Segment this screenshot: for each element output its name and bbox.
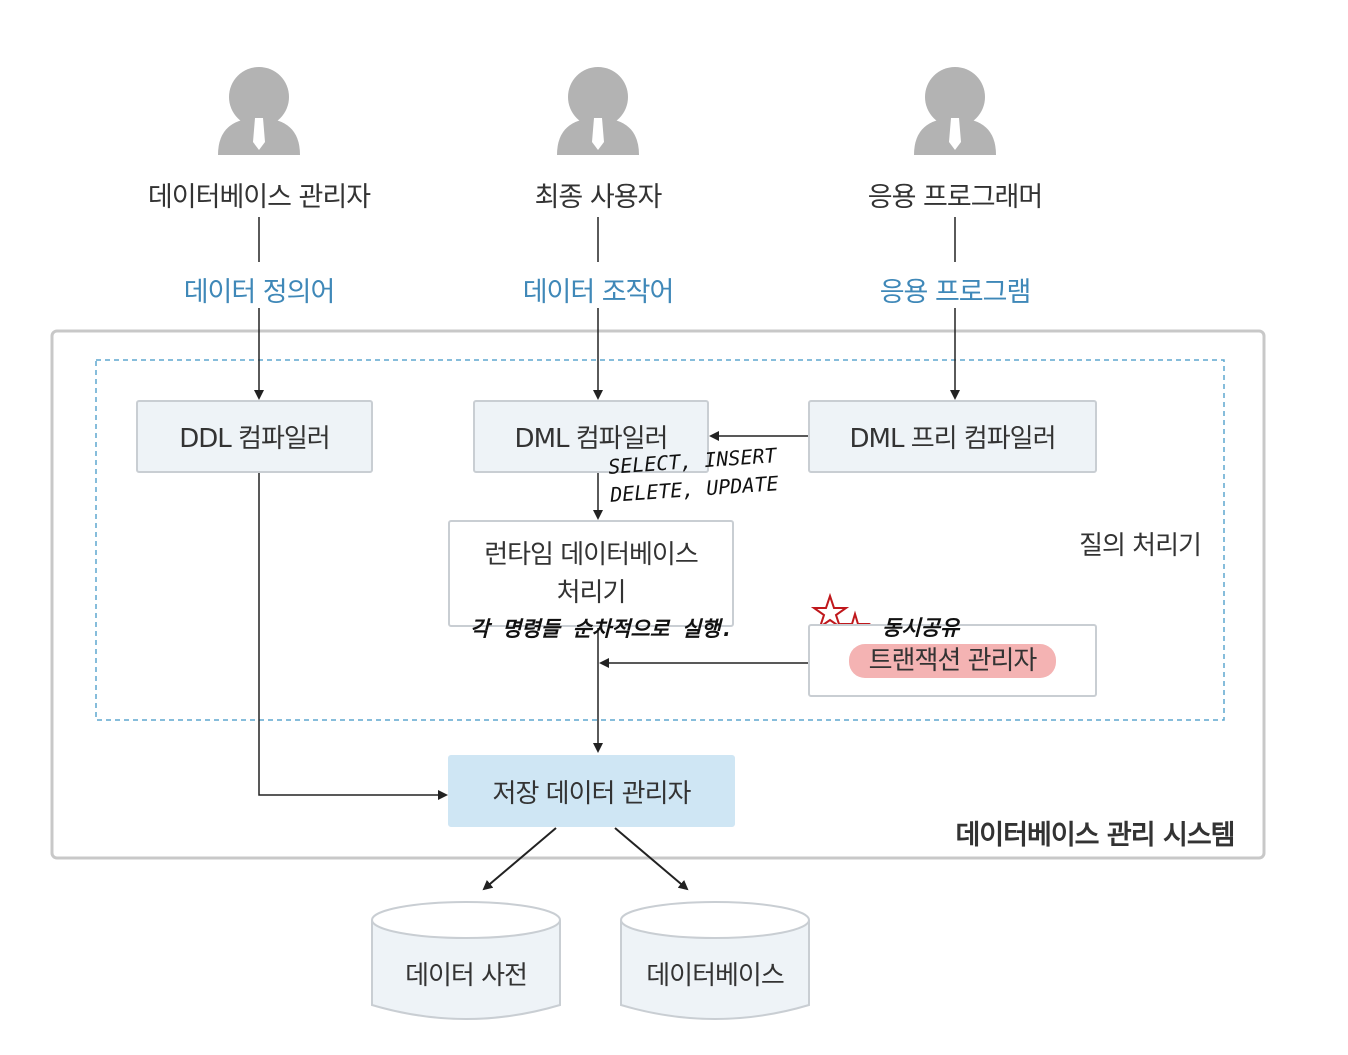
storage-to-dictionary-arrow [482,827,557,891]
query-processor-frame [95,359,1225,721]
database-label: 데이터베이스 [646,961,785,991]
app-programmer-label: 응용 프로그래머 [867,182,1043,213]
runtime-processor-line2: 처리기 [556,577,627,608]
end-user-person-icon [557,67,639,155]
transaction-highlight [849,644,1056,678]
dml-precompiler-box: DML 프리 컴파일러 [808,400,1097,473]
data-dictionary-label: 데이터 사전 [405,961,528,991]
transaction-manager-label: 트랜잭션 관리자 [868,646,1038,676]
concurrency-note: 동시공유 [882,616,960,640]
app-program-label: 응용 프로그램 [879,277,1032,308]
dml-compiler-box: DML 컴파일러 [473,400,709,473]
storage-manager-label: 저장 데이터 관리자 [492,778,692,809]
ddl-to-storage-arrow [258,472,448,800]
dba-label: 데이터베이스 관리자 [147,182,371,213]
database-cylinder [620,901,810,1020]
query-processor-label: 질의 처리기 [1079,531,1202,561]
app-programmer-person-icon [914,67,996,155]
runtime-processor-line1: 런타임 데이터베이스 [484,539,699,570]
dml-compiler-label: DML 컴파일러 [514,424,669,454]
data-dictionary-cylinder [371,901,561,1020]
runtime-order-note: 각 명령들 순차적으로 실행. [470,617,734,641]
ddl-compiler-label: DDL 컴파일러 [179,424,330,454]
storage-to-database-arrow [614,827,689,891]
dbms-frame [50,329,1266,860]
storage-manager-box: 저장 데이터 관리자 [448,755,735,827]
dml-precompiler-label: DML 프리 컴파일러 [849,424,1057,454]
ddl-compiler-box: DDL 컴파일러 [136,400,373,473]
runtime-processor-box: 런타임 데이터베이스 처리기 [448,520,734,627]
ddl-language-label: 데이터 정의어 [183,277,336,308]
dml-language-label: 데이터 조작어 [522,277,675,308]
dba-person-icon [218,67,300,155]
dbms-label: 데이터베이스 관리 시스템 [955,820,1235,851]
end-user-label: 최종 사용자 [534,182,663,213]
